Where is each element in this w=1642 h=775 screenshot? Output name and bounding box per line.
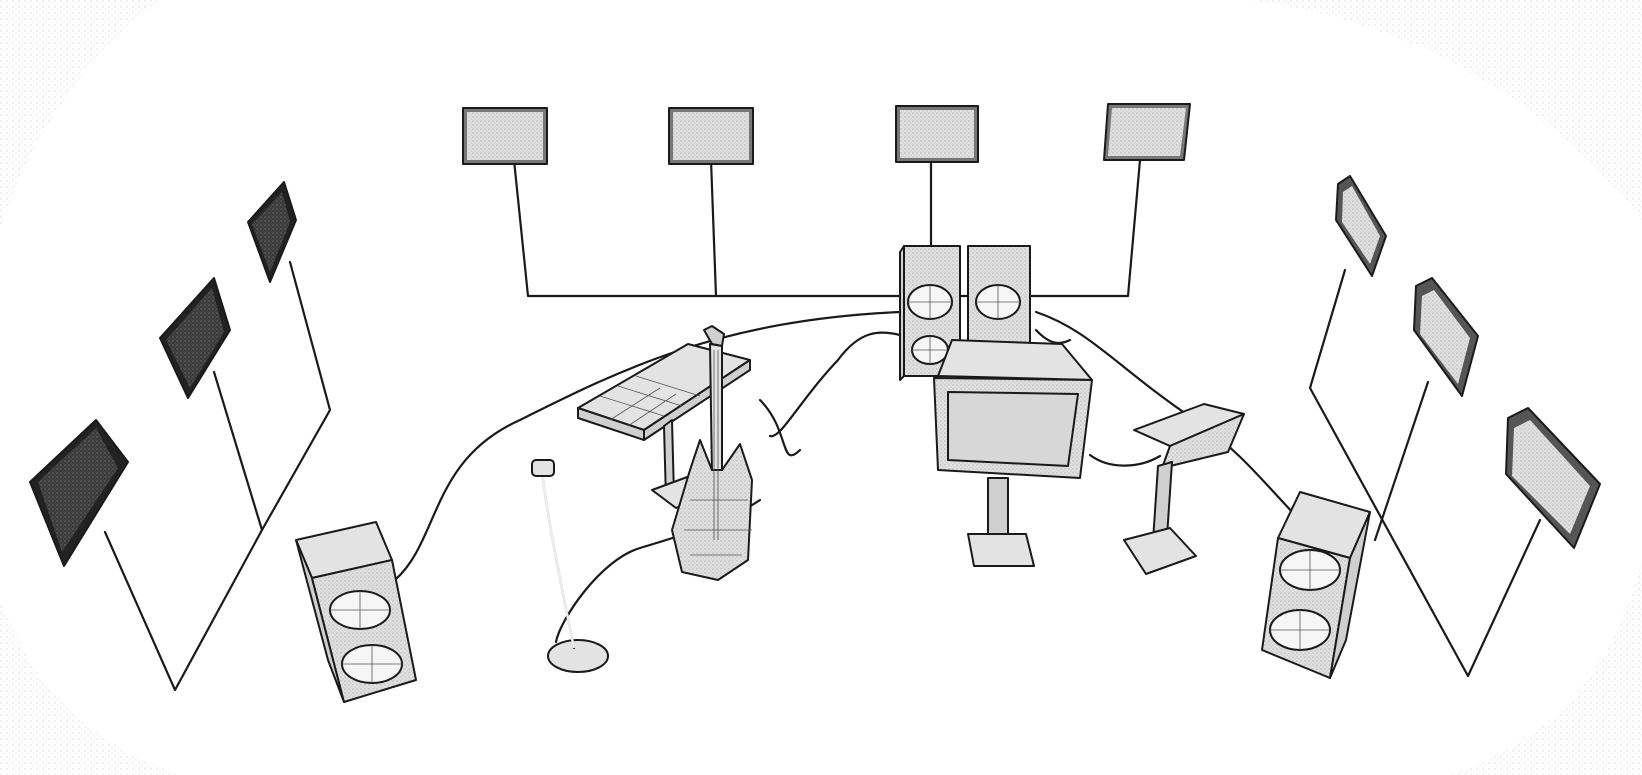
top-screen-3 xyxy=(895,105,979,163)
left-screen-2 xyxy=(159,277,231,399)
speaker-left xyxy=(295,521,417,703)
right-screen-3 xyxy=(1505,407,1601,549)
microphone-stand xyxy=(531,459,609,673)
laptop xyxy=(1123,403,1245,575)
top-screen-2 xyxy=(668,107,754,165)
monitor xyxy=(933,339,1093,567)
cables xyxy=(103,158,1542,692)
top-screen-4 xyxy=(1103,103,1191,161)
top-screen-1 xyxy=(462,107,548,165)
electric-guitar xyxy=(671,325,753,581)
right-screen-2 xyxy=(1413,277,1479,397)
right-screen-1 xyxy=(1335,175,1387,277)
left-screen-3 xyxy=(247,181,297,283)
speaker-center-left xyxy=(899,245,961,381)
left-screen-1 xyxy=(29,419,129,567)
speaker-right xyxy=(1261,491,1371,679)
